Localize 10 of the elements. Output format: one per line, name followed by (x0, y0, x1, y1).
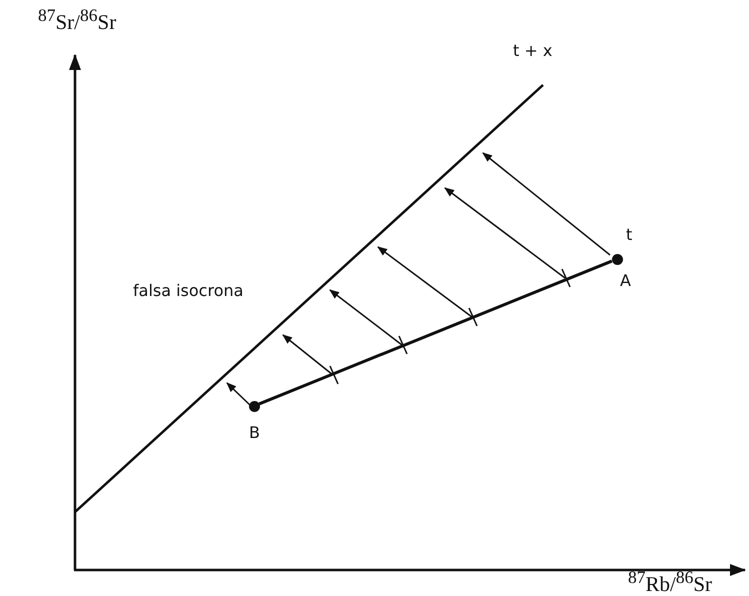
point-label: A (620, 272, 631, 290)
age-label: t (626, 226, 632, 244)
data-point (248, 400, 260, 412)
point-label: B (249, 424, 260, 442)
line-label: falsa isocrona (133, 282, 244, 300)
data-point (612, 254, 622, 264)
line-label: t + x (513, 42, 552, 60)
isochron-line (258, 260, 612, 406)
axis-label: $^{87}$Rb/$^{86}$Sr (628, 568, 712, 596)
axis-label: $^{87}$Sr/$^{86}$Sr (38, 6, 116, 34)
